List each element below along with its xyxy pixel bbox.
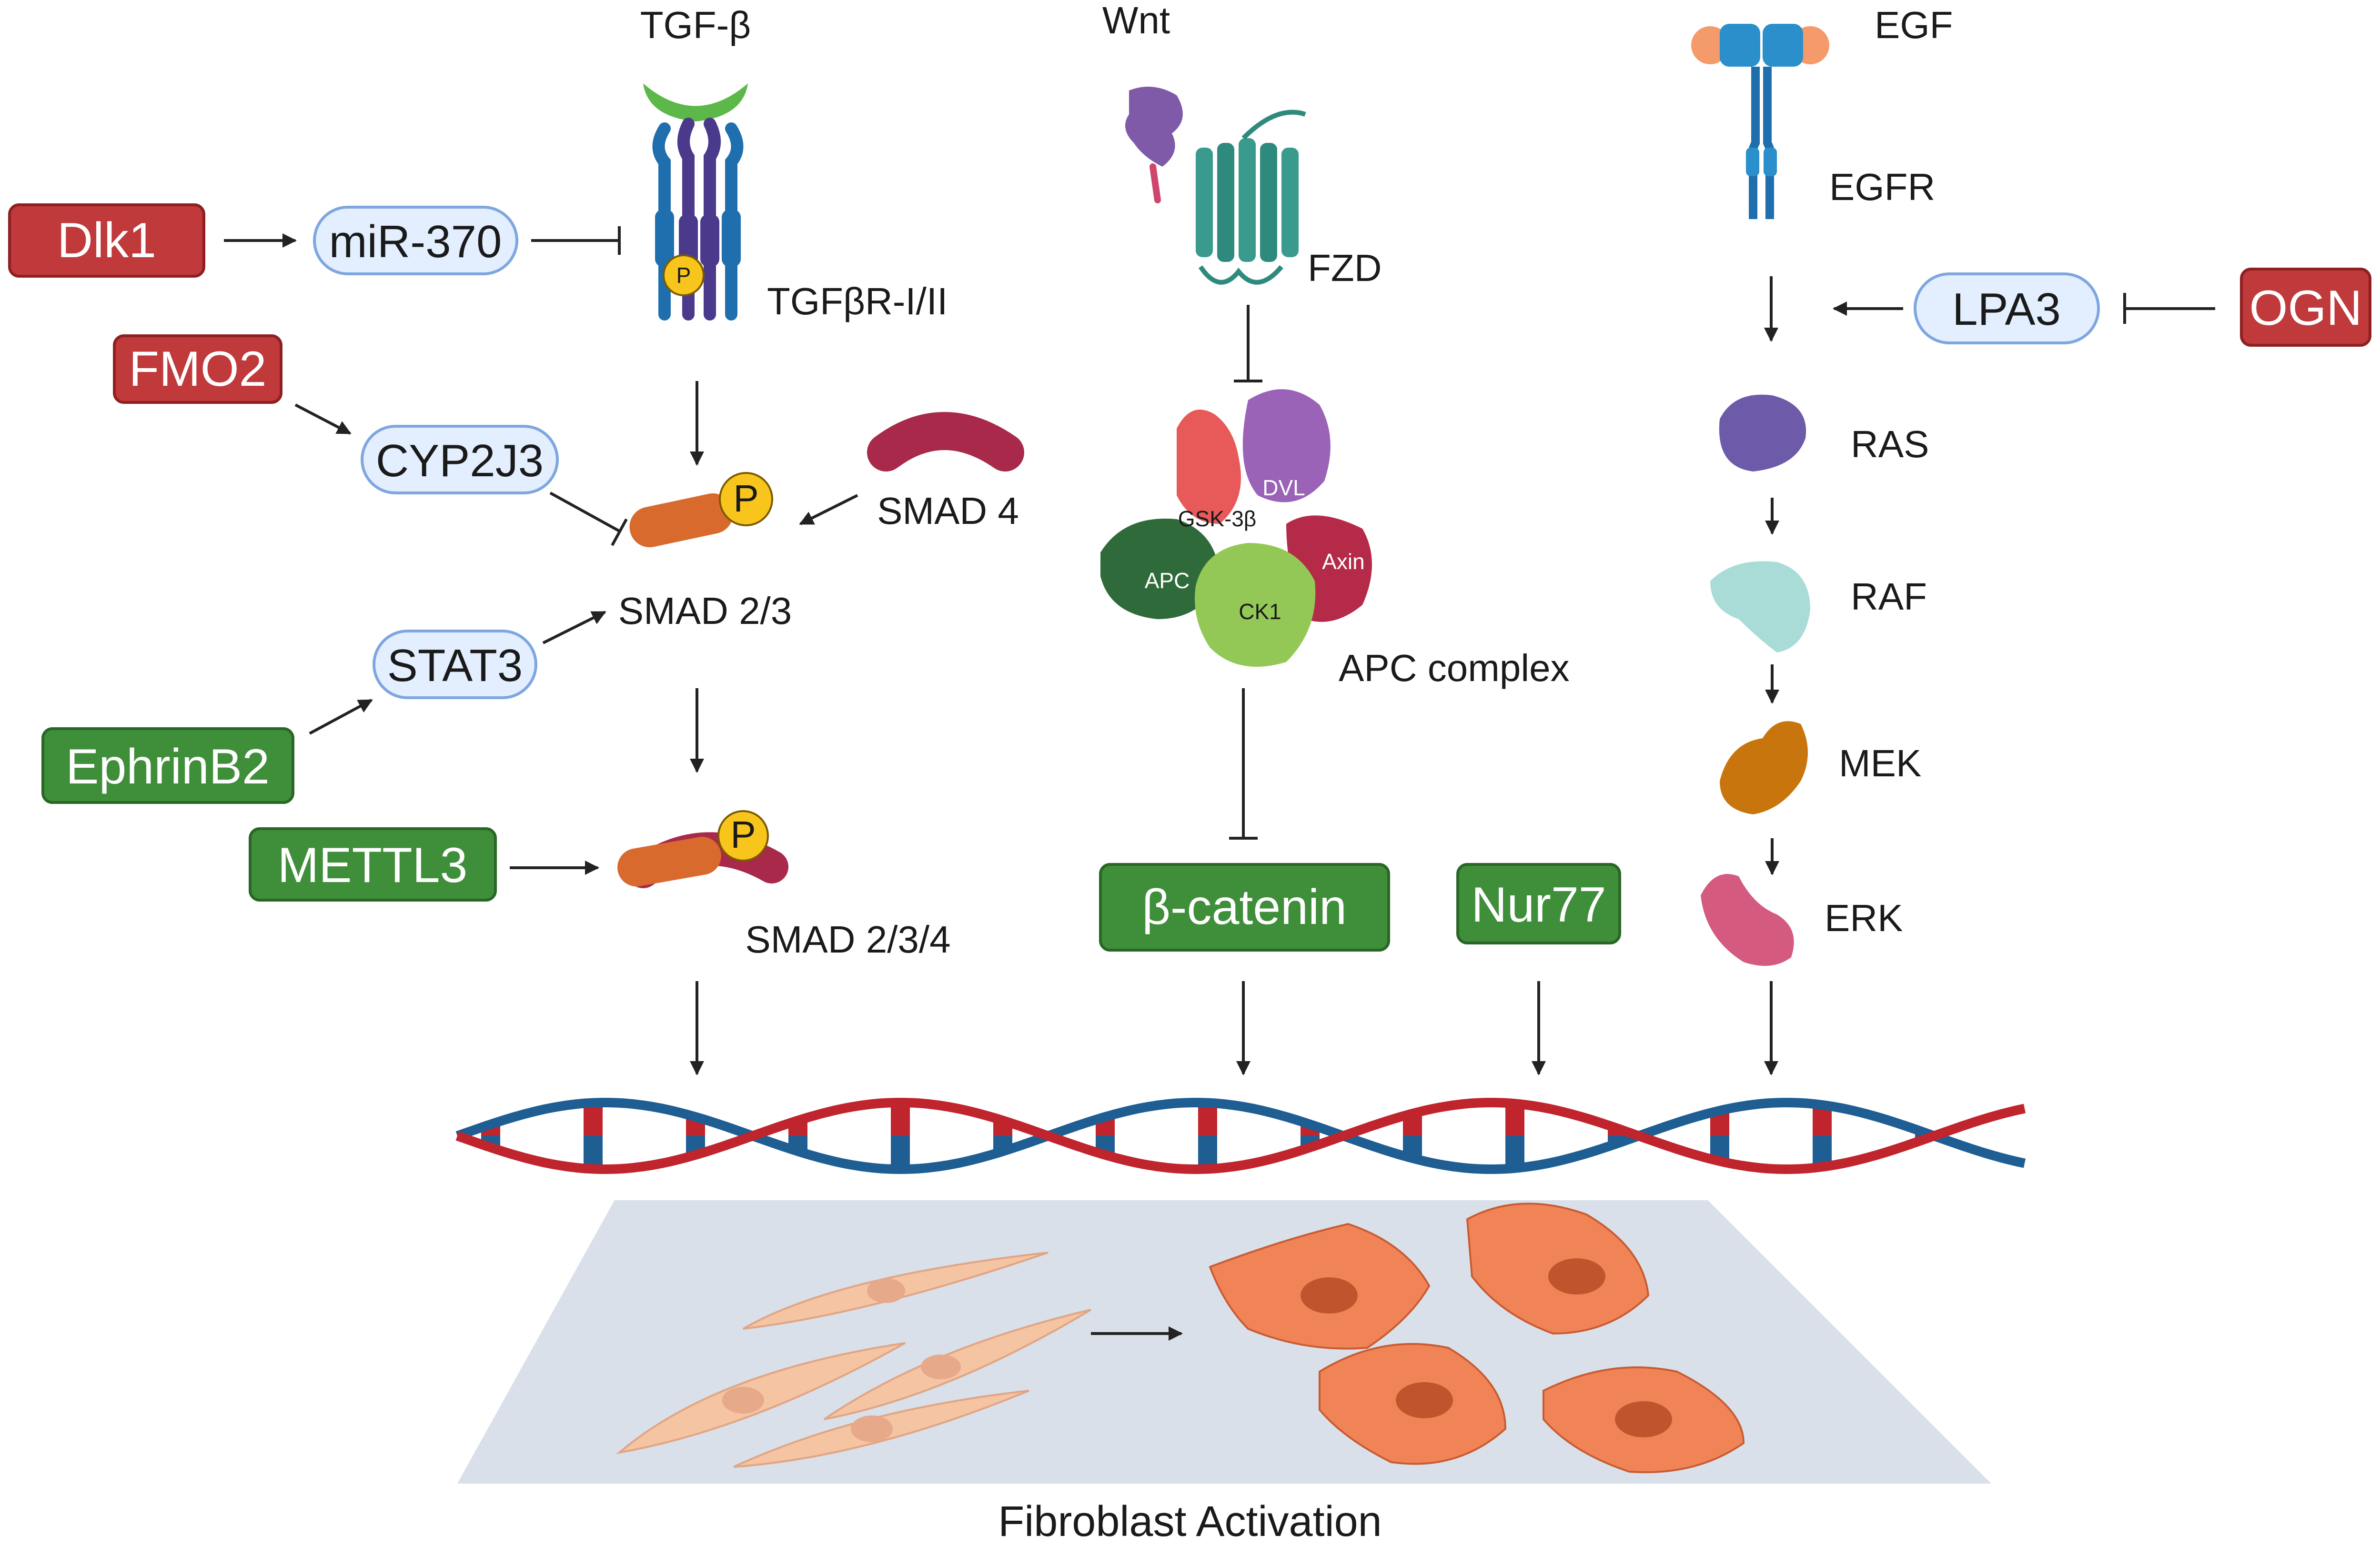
nur77-label: Nur77 xyxy=(1471,877,1606,933)
smad234-phospho-icon xyxy=(717,810,769,862)
tgfb-receptor-label: TGFβR-I/II xyxy=(767,280,948,322)
cyp2j3-inhibit-bar xyxy=(611,518,628,546)
egf-pathway: EGF EGFR LPA3 OGN RAS RAF MEK ERK xyxy=(1691,4,2371,1075)
tgfb-ligand-icon xyxy=(643,83,748,121)
dlk1-box xyxy=(8,203,205,278)
fmo2-label: FMO2 xyxy=(129,341,267,397)
erk-label: ERK xyxy=(1825,897,1903,939)
tgfb-ligand-label: TGF-β xyxy=(640,4,751,46)
dlk1-label: Dlk1 xyxy=(57,213,156,268)
dna-base-pair xyxy=(584,1103,603,1136)
stat3-to-smad23-arrow xyxy=(542,611,606,644)
cyp2j3-pill xyxy=(361,425,559,494)
raf-icon xyxy=(1710,561,1810,652)
wnt-ligand-icon xyxy=(1125,87,1183,167)
smad23-label: SMAD 2/3 xyxy=(618,590,792,632)
fzd-receptor-icon xyxy=(1196,110,1306,285)
stat3-label: STAT3 xyxy=(387,640,523,691)
activated-fibroblast-icon xyxy=(1209,1203,1745,1474)
egf-receptor-icon xyxy=(1691,24,1829,219)
fibroblast-activation-label: Fibroblast Activation xyxy=(998,1498,1382,1545)
apc-complex-label: APC complex xyxy=(1339,647,1570,689)
mettl3-box xyxy=(249,827,497,902)
erk-icon xyxy=(1701,874,1794,966)
ck1-label: CK1 xyxy=(1239,599,1281,624)
lpa3-label: LPA3 xyxy=(1952,284,2061,335)
ogn-box xyxy=(2240,268,2371,347)
fzd-label: FZD xyxy=(1308,247,1382,289)
axin-label: Axin xyxy=(1322,549,1364,574)
culture-floor xyxy=(457,1200,1991,1484)
ras-icon xyxy=(1719,394,1806,472)
ephrinb2-label: EphrinB2 xyxy=(66,739,270,794)
ras-label: RAS xyxy=(1851,423,1929,465)
tgfb-regulators: Dlk1 miR-370 FMO2 CYP2J3 STAT3 EphrinB2 … xyxy=(8,203,628,902)
mir370-label: miR-370 xyxy=(329,216,502,267)
dna-strand-blue xyxy=(455,1097,2026,1174)
lpa3-pill xyxy=(1914,272,2100,344)
tgfbr-phospho-icon xyxy=(663,254,705,296)
dna-helix-icon xyxy=(455,1097,2026,1174)
wnt-ligand-label: Wnt xyxy=(1102,0,1170,41)
dvl-label: DVL xyxy=(1262,475,1305,500)
ephrinb2-box xyxy=(41,727,294,804)
smad23-icon xyxy=(629,493,733,548)
ephrinb2-to-stat3-arrow xyxy=(309,699,373,735)
mek-label: MEK xyxy=(1839,742,1921,784)
fibroblast-panel xyxy=(457,1200,1991,1484)
smad4-icon xyxy=(867,412,1024,472)
smad234-phospho-label: P xyxy=(730,813,756,856)
wnt-tail-icon xyxy=(1150,163,1161,203)
tgfb-pathway: TGF-β P TGFβR-I/II P SMAD 2/3 SMAD 4 xyxy=(617,4,1024,1075)
smad23-phospho-icon xyxy=(719,472,773,526)
fmo2-to-cyp2j3-arrow xyxy=(294,403,352,435)
egfr-label: EGFR xyxy=(1829,166,1935,208)
dna-base-pair xyxy=(891,1136,910,1169)
dna-base-pair xyxy=(1198,1136,1217,1169)
dna-base-pair xyxy=(584,1136,603,1169)
tgfbr-phospho-label: P xyxy=(676,263,691,288)
ogn-label: OGN xyxy=(2249,281,2362,336)
mek-icon xyxy=(1720,721,1808,814)
raf-label: RAF xyxy=(1851,575,1927,618)
smad234-label: SMAD 2/3/4 xyxy=(745,918,950,961)
fmo2-box xyxy=(113,334,282,404)
stat3-pill xyxy=(373,630,537,699)
beta-catenin-box xyxy=(1099,863,1390,952)
dna-base-pair xyxy=(891,1103,910,1136)
mettl3-label: METTL3 xyxy=(278,838,468,893)
gsk3b-label: GSK-3β xyxy=(1178,506,1257,531)
smad4-to-smad23-arrow xyxy=(799,494,858,525)
dna-base-pair xyxy=(1198,1103,1217,1136)
dna-strand-red xyxy=(455,1097,2026,1174)
apc-complex-icon xyxy=(1100,389,1372,667)
nur77-box xyxy=(1456,863,1621,944)
resting-fibroblast-icon xyxy=(616,1252,1092,1468)
cyp2j3-inhibits-smad23 xyxy=(549,492,620,532)
smad4-label: SMAD 4 xyxy=(877,490,1019,532)
egf-label: EGF xyxy=(1875,4,1953,46)
apc-label: APC xyxy=(1145,568,1190,593)
smad23-phospho-label: P xyxy=(733,477,758,520)
cyp2j3-label: CYP2J3 xyxy=(376,435,544,486)
beta-catenin-label: β-catenin xyxy=(1142,880,1347,935)
tgfb-receptor-icon xyxy=(652,118,744,321)
wnt-pathway: Wnt FZD DVL GSK-3β APC Axin CK1 APC comp… xyxy=(1099,0,1621,1075)
mir370-pill xyxy=(313,206,518,275)
